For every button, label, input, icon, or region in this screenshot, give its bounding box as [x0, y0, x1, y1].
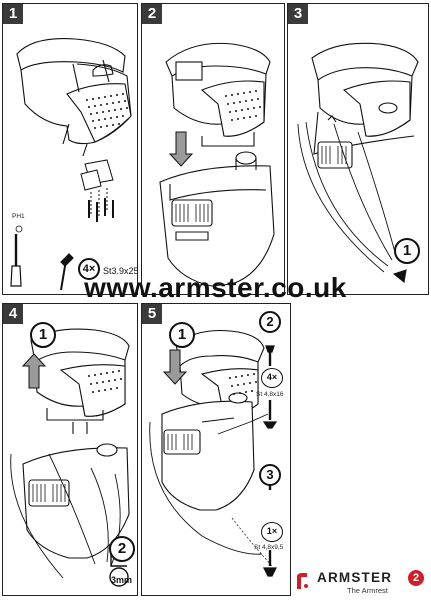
tool-label: PH1: [12, 213, 25, 220]
callout-1: 1: [394, 238, 420, 264]
armrest-final-illustration: [149, 329, 278, 577]
screw-spec: St3.9x25: [103, 266, 138, 276]
brand-name: ARMSTER: [317, 570, 393, 585]
brand-tagline: The Armrest: [347, 586, 388, 595]
armrest-exploded-illustration: [10, 38, 132, 291]
callout-3: 3: [259, 464, 281, 486]
step-number: 4: [3, 304, 23, 324]
website-url[interactable]: www.armster.co.uk: [84, 272, 347, 303]
callout-2: 2: [259, 311, 281, 333]
armster-logo: ARMSTER 2 The Armrest: [295, 566, 429, 596]
screw-spec-2: St 4,8x16: [256, 391, 284, 398]
drill-size: 3mm: [111, 575, 133, 585]
callout-1: 1: [30, 322, 56, 348]
step-panel-1: 1: [2, 3, 138, 295]
quantity-badge: 4×: [78, 258, 100, 280]
down-arrow-icon: [168, 131, 194, 167]
step-panel-5: 5: [141, 303, 291, 596]
callout-1: 1: [169, 322, 195, 348]
step-panel-3: 3 1: [287, 3, 429, 295]
quantity-badge-2: 4×: [261, 368, 283, 388]
callout-2: 2: [109, 536, 135, 562]
brand-mark-icon: [297, 573, 308, 589]
step-panel-2: 2: [141, 3, 285, 295]
step-number: 5: [142, 304, 162, 324]
up-arrow-icon: [21, 353, 47, 389]
phillips-icon: [15, 225, 23, 233]
armrest-mount-illustration: [159, 42, 275, 287]
drill-bit-icon: [109, 567, 129, 587]
step-panel-4: 4 1 2 3mm: [2, 303, 138, 596]
screw-spec-3: St 4,8x9,5: [254, 544, 284, 551]
down-arrow-icon: [162, 349, 188, 385]
step-number: 3: [288, 4, 308, 24]
brand-model-badge: 2: [408, 570, 424, 586]
quantity-badge-3: 1×: [261, 522, 283, 542]
armrest-clip-illustration: [297, 42, 419, 284]
step-number: 2: [142, 4, 162, 24]
step-number: 1: [3, 4, 23, 24]
